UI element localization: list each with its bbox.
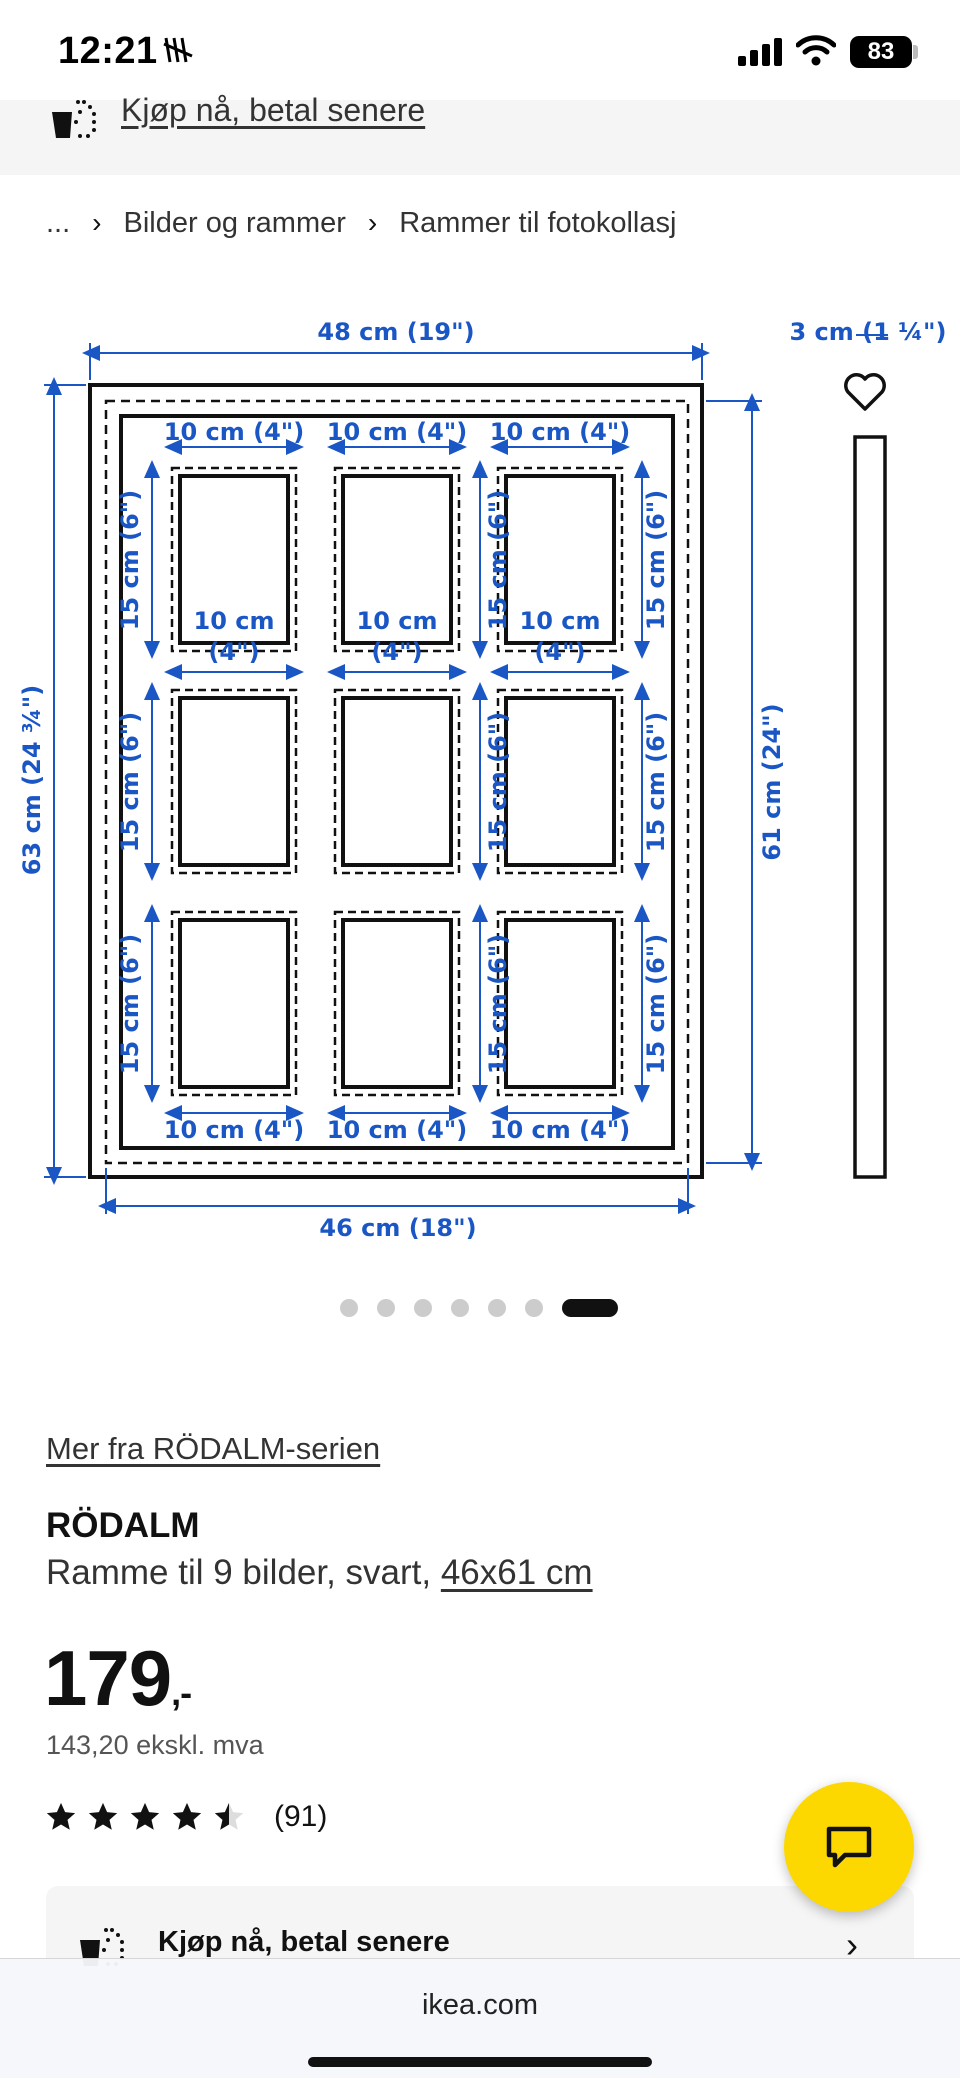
- star-full-icon: [130, 1802, 160, 1830]
- dim-cell-width: 10 cm (4"): [164, 1116, 304, 1144]
- chevron-right-icon: ›: [367, 207, 378, 238]
- dim-cell-height: 15 cm (6"): [116, 712, 144, 852]
- battery-icon: 83: [850, 36, 912, 68]
- star-full-icon: [172, 1802, 202, 1830]
- chat-bubble-icon: [826, 1826, 872, 1868]
- carousel-dot[interactable]: [451, 1299, 469, 1317]
- heart-icon: [844, 373, 886, 411]
- carousel-dots: [340, 1296, 618, 1320]
- star-half-icon: [214, 1802, 244, 1830]
- dim-cell-width-top: 10 cm: [194, 607, 275, 635]
- dim-cell-width: 10 cm (4"): [327, 1116, 467, 1144]
- chevron-right-icon: ›: [92, 207, 102, 238]
- dim-cell-width: 10 cm (4"): [164, 418, 304, 446]
- dim-cell-height: 15 cm (6"): [484, 490, 512, 630]
- price-suffix: ,-: [171, 1672, 192, 1713]
- star-full-icon: [46, 1802, 76, 1830]
- cellular-signal-icon: [738, 38, 782, 66]
- dim-cell-width-bottom: (4"): [208, 638, 259, 666]
- rating[interactable]: (91): [44, 1800, 327, 1834]
- bnpl-top-banner-link[interactable]: Kjøp nå, betal senere: [121, 92, 426, 128]
- carousel-dot[interactable]: [488, 1299, 506, 1317]
- dim-outer-height: 63 cm (24 ¾"): [18, 685, 46, 875]
- carousel-dot-active[interactable]: [562, 1299, 618, 1317]
- dim-depth: 3 cm (1 ¼"): [790, 318, 947, 346]
- dim-inner-width: 46 cm (18"): [319, 1214, 476, 1242]
- product-description-text: Ramme til 9 bilder, svart,: [46, 1553, 441, 1592]
- product-description: Ramme til 9 bilder, svart, 46x61 cm: [46, 1553, 593, 1593]
- browser-bottom-bar: ikea.com: [0, 1958, 960, 2078]
- breadcrumb-item-ellipsis[interactable]: ...: [46, 206, 71, 239]
- carousel-dot[interactable]: [414, 1299, 432, 1317]
- size-link[interactable]: 46x61 cm: [440, 1553, 593, 1592]
- bnpl-card-title: Kjøp nå, betal senere: [158, 1926, 450, 1958]
- dim-cell-width: 10 cm (4"): [490, 1116, 630, 1144]
- price-value: 179: [44, 1634, 172, 1722]
- dim-cell-height: 15 cm (6"): [116, 934, 144, 1074]
- dim-cell-width: 10 cm (4"): [327, 418, 467, 446]
- rating-count[interactable]: (91): [274, 1800, 328, 1833]
- bnpl-bag-icon: [52, 100, 96, 138]
- dim-inner-height: 61 cm (24"): [758, 703, 786, 860]
- carousel-dot[interactable]: [525, 1299, 543, 1317]
- star-full-icon: [88, 1802, 118, 1830]
- chevron-right-icon: ›: [846, 1924, 858, 1965]
- dim-cell-height: 15 cm (6"): [116, 490, 144, 630]
- dim-cell-width-bottom: (4"): [534, 638, 585, 666]
- carousel-dot[interactable]: [340, 1299, 358, 1317]
- silent-mode-icon: [162, 34, 202, 73]
- status-bar: 12:21 83: [0, 0, 960, 100]
- photo-openings: [170, 466, 624, 1097]
- dim-cell-width-bottom: (4"): [371, 638, 422, 666]
- battery-tip: [913, 45, 918, 59]
- home-indicator[interactable]: [308, 2057, 652, 2067]
- product-price: 179,-: [44, 1633, 192, 1724]
- dim-cell-height: 15 cm (6"): [642, 712, 670, 852]
- carousel-dot[interactable]: [377, 1299, 395, 1317]
- chat-button[interactable]: [784, 1782, 914, 1912]
- dim-cell-width-top: 10 cm: [357, 607, 438, 635]
- series-link[interactable]: Mer fra RÖDALM-serien: [46, 1431, 381, 1466]
- dim-cell-height: 15 cm (6"): [642, 490, 670, 630]
- breadcrumb-item-collage-frames[interactable]: Rammer til fotokollasj: [399, 206, 677, 239]
- product-image-dimensions[interactable]: 48 cm (19") 3 cm (1 ¼") 63 cm (24 ¾") 61…: [0, 280, 960, 1260]
- wishlist-button[interactable]: [840, 368, 890, 416]
- price-excl-vat: 143,20 ekskl. mva: [46, 1730, 264, 1760]
- url-bar[interactable]: ikea.com: [421, 1989, 539, 2021]
- dim-cell-height: 15 cm (6"): [484, 934, 512, 1074]
- product-name: RÖDALM: [46, 1506, 200, 1545]
- bnpl-top-banner[interactable]: [0, 100, 960, 175]
- dim-outer-width: 48 cm (19"): [317, 318, 474, 346]
- dim-cell-height: 15 cm (6"): [484, 712, 512, 852]
- wifi-icon: [796, 35, 836, 66]
- breadcrumb: ... › Bilder og rammer › Rammer til foto…: [46, 203, 676, 243]
- breadcrumb-item-pictures-frames[interactable]: Bilder og rammer: [123, 206, 346, 239]
- dim-cell-width-top: 10 cm: [520, 607, 601, 635]
- dim-cell-height: 15 cm (6"): [642, 934, 670, 1074]
- status-time: 12:21: [58, 30, 158, 72]
- dim-cell-width: 10 cm (4"): [490, 418, 630, 446]
